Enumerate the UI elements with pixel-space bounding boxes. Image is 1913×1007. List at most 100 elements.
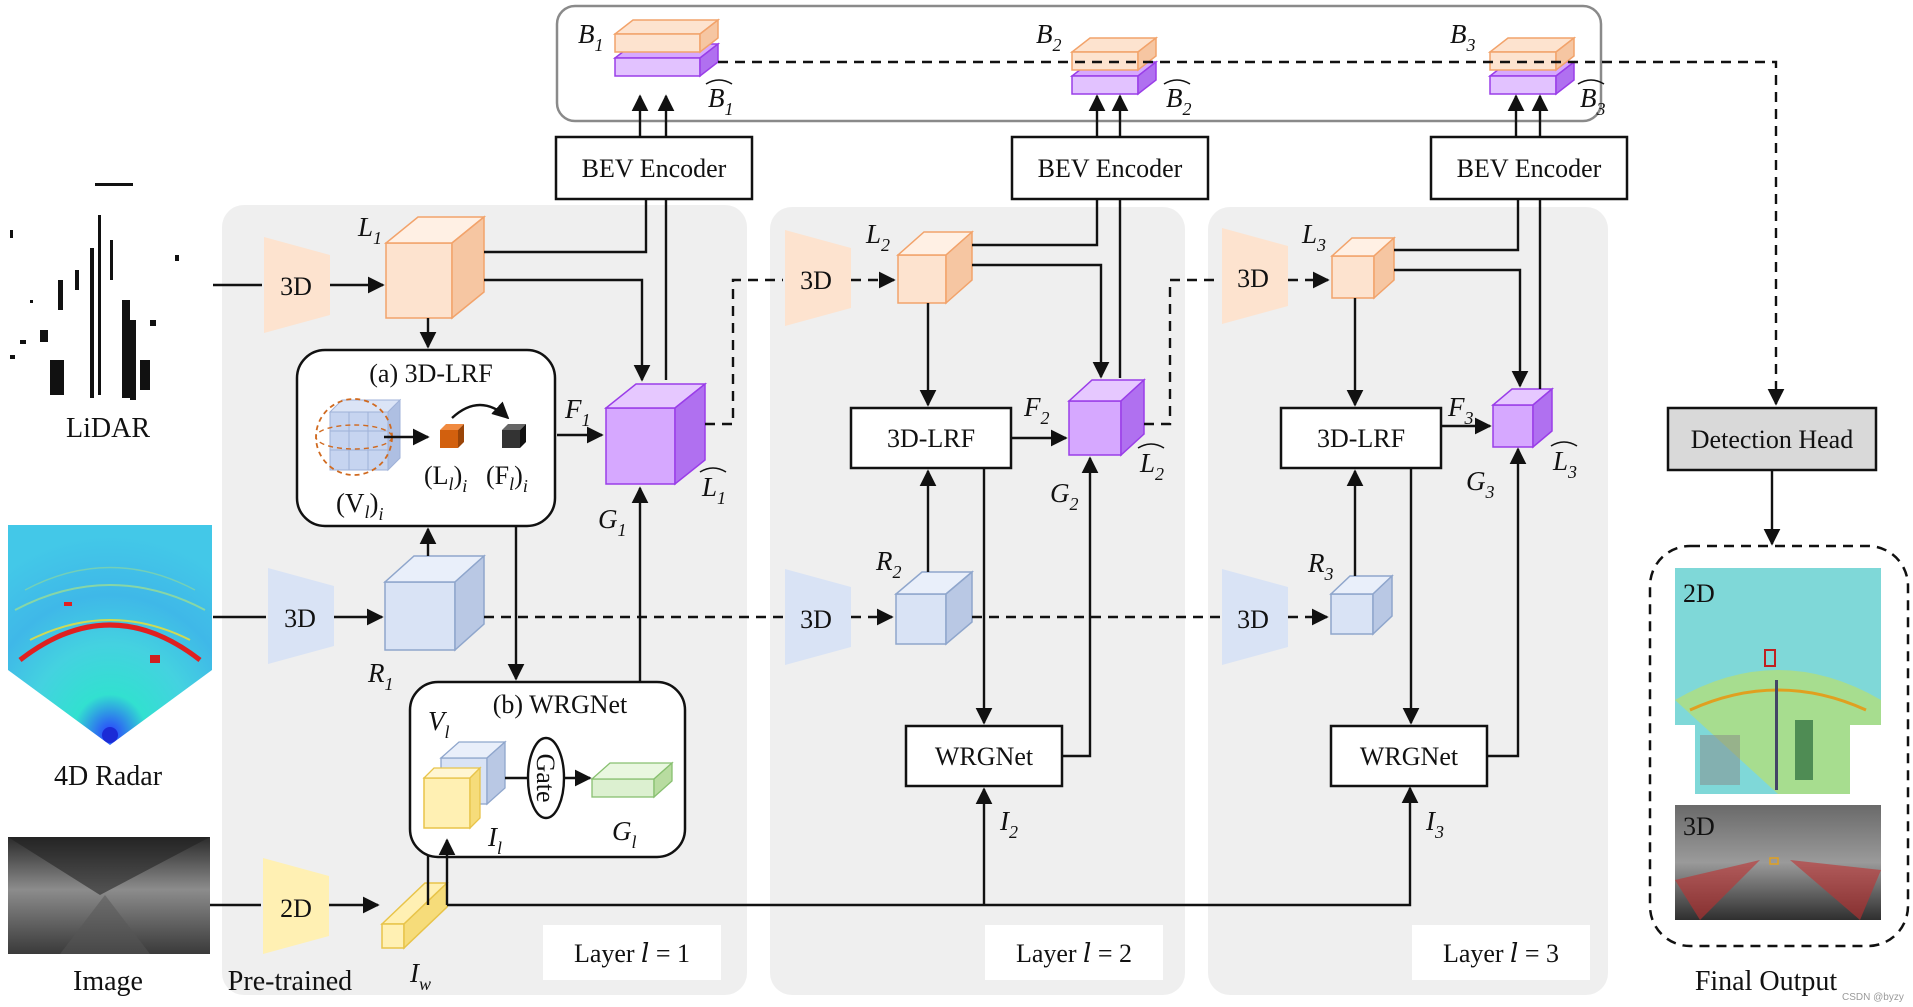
wrgnet-detail-title: (b) WRGNet [493,690,628,719]
image-label: Image [73,966,143,997]
watermark: CSDN @byzy [1842,992,1904,1003]
lidar-feature-l2 [896,230,974,305]
lrf-fused-voxel-icon [502,424,526,448]
wrgnet-voxel-icon [422,740,507,830]
bev-b3-label: B3 [1450,19,1476,55]
l2hat-label: L2 [1139,448,1164,484]
f2-label: F2 [1023,392,1050,428]
backbone-2d-label: 2D [280,894,312,923]
lidar-3d-backbone-l3: 3D [1222,228,1288,324]
l3-label: L3 [1301,219,1326,255]
camera-input-image: Image [8,837,210,997]
lidar-input-image: LiDAR [5,178,215,444]
layer-2-label: Layer 𝑙 = 2 [1016,939,1132,968]
wrgnet-label: WRGNet [1360,742,1459,771]
backbone-3d-label: 3D [280,272,312,301]
radar-3d-backbone-l1: 3D [268,568,334,664]
radar-feature-l1 [383,554,486,652]
image-2d-backbone: 2D [263,858,329,954]
fi-label: (Fl)i [486,461,528,496]
detection-head-label: Detection Head [1691,425,1853,454]
radar-input-image: 4D Radar [8,525,212,792]
output-3d-label: 3D [1683,812,1715,841]
backbone-3d-label: 3D [800,605,832,634]
bev-feature-1 [612,18,721,78]
f3-label: F3 [1447,392,1474,428]
bev-b3hat-label: B3 [1580,83,1606,119]
bev-labels: B1 B1 B2 B2 B3 B3 [578,19,1606,119]
output-2d-label: 2D [1683,579,1715,608]
lidar-label: LiDAR [66,413,150,444]
i3-label: I3 [1425,806,1444,842]
l1-label: L1 [357,212,382,248]
voxel-grid-icon [315,398,402,476]
gate-output-icon [590,761,674,799]
radar-3d-backbone-l3: 3D [1222,569,1288,665]
pretrained-label: Pre-trained [228,966,352,997]
layer-3-label: Layer 𝑙 = 3 [1443,939,1559,968]
lrf-detail-box: (a) 3D-LRF (Vl)i (Ll)i (Fl)i [295,348,557,528]
gl-label: Gl [612,816,637,852]
li-label: (Ll)i [424,461,467,496]
wrgnet-label: WRGNet [935,742,1034,771]
gate-label: Gate [531,753,560,802]
backbone-3d-label: 3D [800,266,832,295]
bev-encoder-2 [1010,135,1210,201]
lidar-3d-backbone-l1: 3D [264,237,330,333]
f1-label: F1 [564,394,591,430]
g1-label: G1 [598,504,627,540]
gate-icon: Gate [526,736,566,820]
radar-3d-backbone-l2: 3D [785,569,851,665]
layer-labels: Layer 𝑙 = 1 Layer 𝑙 = 2 Layer 𝑙 = 3 [543,925,1590,980]
bev-feature-2 [1069,36,1159,96]
lrf-detail-title: (a) 3D-LRF [369,359,492,388]
i2-label: I2 [999,806,1018,842]
final-output-label: Final Output [1695,966,1838,997]
r2-label: R2 [875,546,902,582]
bev-features [612,18,1577,96]
il-label: Il [487,822,502,858]
bev-b2hat-label: B2 [1166,83,1192,119]
wrgnet-box-l3 [1329,724,1489,788]
backbones: 3D 3D 2D Pre-trained 3D 3D 3D 3D [228,228,1288,997]
bev-encoder-3 [1429,135,1629,201]
lrf-lidar-voxel-icon [440,424,464,448]
vl-label: Vl [428,706,450,742]
feature-labels: L1 R1 F1 G1 L1 L2 R2 F2 G2 L2 L3 R3 F3 G… [357,212,1578,994]
lidar-feature-l3 [1330,236,1396,300]
r3-label: R3 [1307,548,1334,584]
bev-encoder-label: BEV Encoder [1038,154,1183,183]
lidar-feature-l1 [383,215,487,320]
vi-label: (Vl)i [336,488,384,524]
layer-modules: 3D-LRF WRGNet 3D-LRF WRGNet [849,406,1489,788]
backbone-3d-label: 3D [1237,605,1269,634]
fused-feature-l1 [603,382,708,486]
bev-encoder-1 [554,135,754,201]
bev-encoders: BEV Encoder BEV Encoder BEV Encoder [554,135,1629,201]
detection-head: Detection Head [1666,406,1878,472]
bev-b1hat-label: B1 [708,83,734,119]
radar-feature-l3 [1329,574,1394,636]
radar-feature-l2 [893,570,975,646]
radar-label: 4D Radar [54,761,163,792]
bev-encoder-label: BEV Encoder [1457,154,1602,183]
lrf-label: 3D-LRF [1317,424,1405,453]
lrf-label: 3D-LRF [887,424,975,453]
fused-feature-l2 [1067,378,1146,457]
output-2d-image: 2D [1675,568,1881,794]
r1-label: R1 [367,658,394,694]
lidar-3d-backbone-l2: 3D [785,230,851,326]
backbone-3d-label: 3D [1237,264,1269,293]
wrgnet-detail-box: (b) WRGNet Vl Il Gate Gl [408,680,687,859]
l3hat-label: L3 [1552,446,1577,482]
bev-encoder-label: BEV Encoder [582,154,727,183]
l2-label: L2 [865,219,890,255]
feature-cubes [380,215,1555,950]
final-output: 2D 3D Final Output CSDN @byzy [1648,544,1910,1003]
connections [210,60,1785,914]
g3-label: G3 [1466,466,1495,502]
bev-b1-label: B1 [578,19,604,55]
output-3d-image: 3D [1675,805,1881,920]
iw-label: Iw [409,958,431,994]
